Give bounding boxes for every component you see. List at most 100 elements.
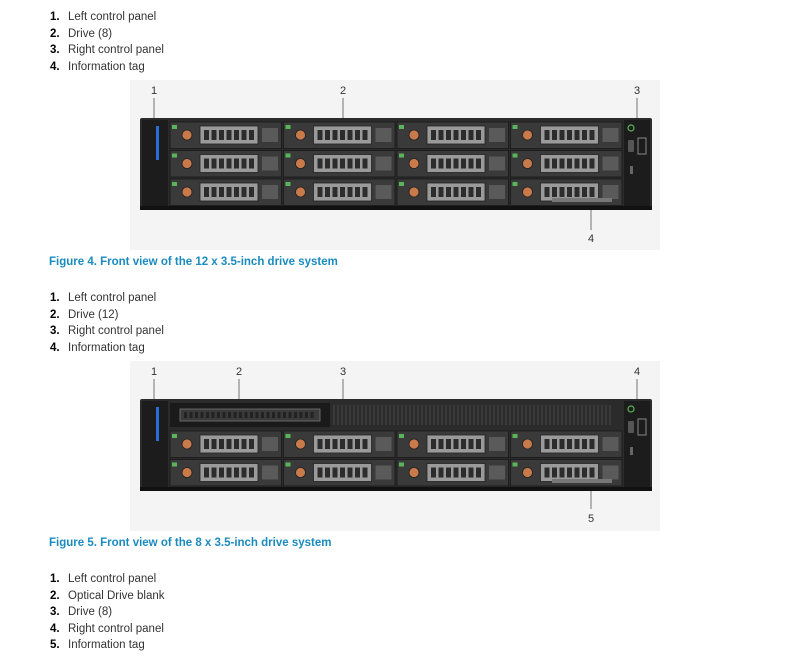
- optical-drive-blank: [170, 403, 330, 427]
- item-text: Right control panel: [68, 44, 164, 56]
- item-number: 1.: [50, 573, 60, 585]
- drive-bay: [169, 430, 282, 458]
- drive-release-icon: [295, 438, 306, 450]
- list-item: 2.Optical Drive blank: [50, 588, 165, 605]
- chassis-base: [140, 206, 652, 210]
- drive-led: [172, 182, 177, 186]
- item-text: Left control panel: [68, 11, 157, 23]
- drive-release-icon: [295, 158, 306, 169]
- drive-bay: [510, 430, 623, 458]
- drive-label-area: [262, 437, 278, 451]
- drive-label-area: [602, 156, 619, 171]
- drive-bay: [396, 178, 509, 206]
- drive-bay: [169, 459, 282, 487]
- list-item: 2. Drive (12): [50, 307, 164, 324]
- drive-led: [172, 462, 177, 467]
- drive-bay: [396, 459, 509, 487]
- item-text: Information tag: [68, 341, 145, 354]
- drive-label-area: [262, 465, 278, 480]
- list-item: 4.Information tag: [50, 59, 164, 76]
- item-number: 5.: [50, 639, 60, 651]
- drive-bay: [283, 430, 396, 458]
- drive-label-area: [262, 156, 278, 171]
- item-text: Optical Drive blank: [68, 589, 165, 602]
- callout-4: 4: [588, 233, 594, 245]
- server-chassis: [140, 399, 652, 491]
- usb-port-icon: [628, 421, 634, 433]
- drive-led: [285, 125, 291, 129]
- vent-grille: [333, 405, 611, 425]
- drive-release-icon: [522, 129, 533, 141]
- item-text: Left control panel: [68, 573, 157, 585]
- drive-release-icon: [522, 438, 533, 450]
- item-text: Right control panel: [68, 325, 164, 337]
- drive-led: [399, 125, 404, 129]
- item-number: 3.: [50, 606, 60, 618]
- drive-led: [172, 125, 177, 129]
- drive-release-icon: [181, 129, 193, 141]
- callout-1: 1: [151, 366, 157, 378]
- drive-bay: [283, 121, 396, 149]
- callout-5: 5: [588, 513, 594, 525]
- chassis-base: [140, 487, 652, 491]
- drive-release-icon: [408, 158, 420, 169]
- drive-led: [399, 462, 404, 467]
- drive-led: [512, 153, 518, 158]
- list-item: 4.Right control panel: [50, 621, 165, 638]
- item-number: 4.: [50, 60, 60, 73]
- drive-label-area: [602, 185, 619, 199]
- left-control-panel: [142, 120, 168, 206]
- power-button-icon: [627, 405, 635, 413]
- id-button-icon: [630, 447, 633, 455]
- drive-release-icon: [295, 129, 306, 141]
- drive-led: [285, 182, 291, 186]
- drive-label-area: [602, 128, 619, 142]
- drive-bay: [283, 150, 396, 178]
- drive-label-area: [489, 185, 505, 199]
- list-item: 3.Right control panel: [50, 323, 164, 340]
- drive-label-area: [375, 437, 392, 451]
- server-front-view-figure-2: 1 2 3 4 5: [130, 361, 660, 531]
- callout-2: 2: [340, 85, 346, 97]
- status-led-strip: [156, 407, 159, 441]
- usb-port-icon: [628, 140, 634, 152]
- callout-1: 1: [151, 85, 157, 97]
- drive-led: [285, 434, 291, 438]
- drive-led: [285, 462, 291, 467]
- drive-led: [512, 182, 518, 186]
- list-item: 1.Left control panel: [50, 9, 164, 26]
- drive-release-icon: [295, 467, 306, 478]
- information-tag: [552, 198, 612, 202]
- drive-bay: [283, 459, 396, 487]
- item-text: Drive (8): [68, 606, 113, 618]
- figure-4-caption: Figure 4. Front view of the 12 x 3.5-inc…: [49, 256, 338, 268]
- item-text: Information tag: [68, 639, 145, 651]
- server-illustration-8-drive: 1 2 3 4 5: [130, 361, 660, 531]
- item-text: Drive (12): [68, 308, 119, 321]
- item-number: 2.: [50, 308, 60, 321]
- figure-5-caption: Figure 5. Front view of the 8 x 3.5-inch…: [49, 537, 332, 549]
- drive-release-icon: [295, 186, 306, 198]
- drive-led: [172, 153, 177, 158]
- list-item: 3. Drive (8): [50, 604, 165, 621]
- drive-release-icon: [408, 438, 420, 450]
- drive-label-area: [375, 465, 392, 480]
- right-control-panel: [624, 120, 650, 206]
- drive-led: [172, 434, 177, 438]
- power-button-icon: [627, 124, 635, 132]
- item-text: Left control panel: [68, 292, 157, 304]
- drive-label-area: [489, 156, 505, 171]
- item-number: 4.: [50, 341, 60, 354]
- server-illustration-12-drive: 1 2 3 4: [130, 80, 660, 250]
- drive-release-icon: [522, 186, 533, 198]
- item-text: Drive (8): [68, 27, 113, 40]
- drive-led: [512, 125, 518, 129]
- drive-led: [399, 153, 404, 158]
- drive-label-area: [602, 465, 619, 480]
- drive-bay: [510, 150, 623, 178]
- drive-bay: [283, 178, 396, 206]
- drive-label-area: [489, 465, 505, 480]
- drive-release-icon: [408, 467, 420, 478]
- callout-list-1: 1.Left control panel 2.Drive (8) 3.Right…: [50, 9, 164, 75]
- server-front-view-figure-1: 1 2 3 4: [130, 80, 660, 250]
